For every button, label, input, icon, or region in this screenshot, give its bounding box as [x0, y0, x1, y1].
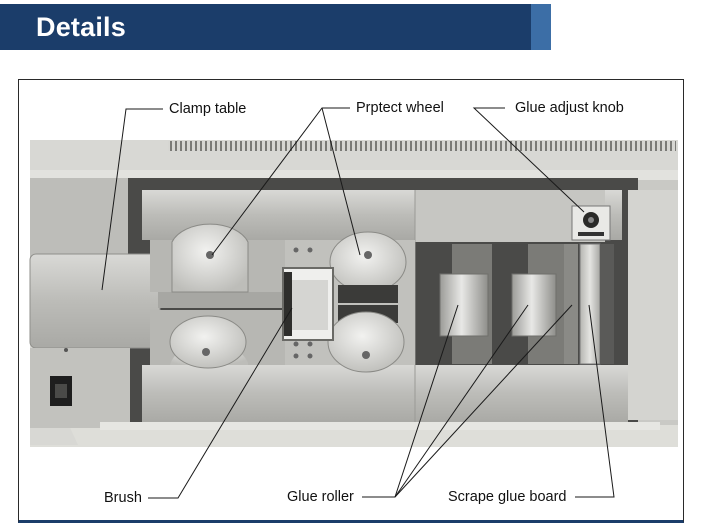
glue-roller-leader-2: [394, 304, 529, 498]
glue-adjust-knob-leader: [472, 107, 585, 213]
label-glue-adjust-knob: Glue adjust knob: [515, 100, 624, 116]
brush-leader: [148, 307, 293, 499]
scrape-glue-board-leader: [575, 304, 615, 498]
label-scrape-glue-board: Scrape glue board: [448, 489, 567, 505]
scrape-glue-board: [579, 243, 614, 365]
glue-roller-leader-3: [394, 304, 573, 498]
leader-lines: [101, 107, 615, 499]
label-glue-roller: Glue roller: [287, 489, 354, 505]
clamp-table-leader: [101, 108, 163, 291]
bottom-ledge: [100, 422, 660, 430]
protect-wheels: [150, 223, 415, 373]
brush: [282, 267, 334, 341]
label-clamp-table: Clamp table: [169, 101, 247, 117]
protect-wheel-leader-2: [321, 107, 361, 256]
glue-adjust-knob: [571, 205, 611, 241]
label-protect-wheel: Prptect wheel: [356, 100, 444, 116]
header-bar: [0, 4, 531, 50]
page-title: Details: [36, 12, 126, 42]
label-brush: Brush: [104, 490, 142, 506]
header-accent: [531, 4, 551, 50]
clamp-table-unit: [29, 178, 298, 428]
